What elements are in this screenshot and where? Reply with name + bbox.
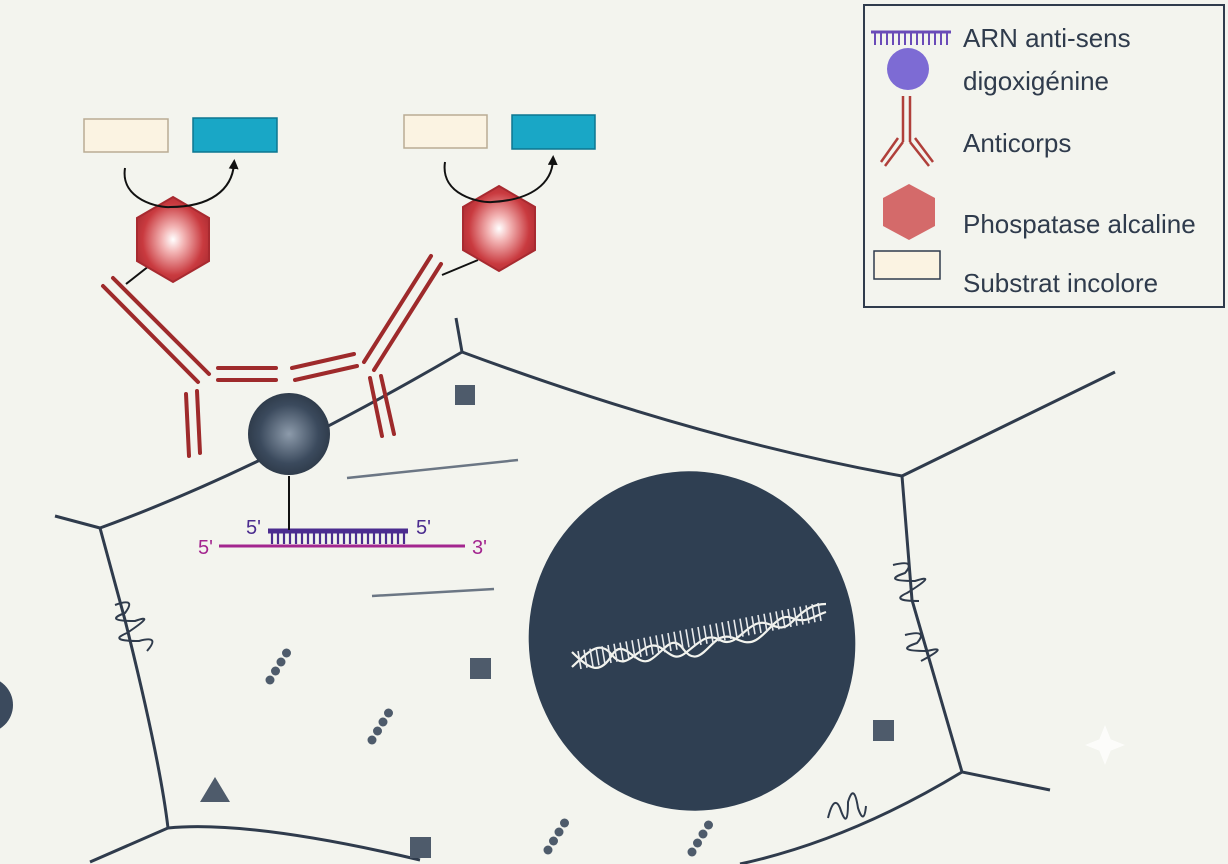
alkaline-phosphatase-right xyxy=(462,184,536,273)
colorless-substrate-icon xyxy=(873,250,941,280)
substrate-left xyxy=(83,118,169,153)
alkaline-phosphatase-left xyxy=(136,195,210,284)
probe-5prime-left-label: 5' xyxy=(246,517,261,539)
reaction-arrow-right xyxy=(443,155,558,204)
legend-label-antibody: Anticorps xyxy=(963,128,1072,158)
digoxigenin-icon xyxy=(887,48,929,90)
target-3prime-label: 3' xyxy=(472,537,487,559)
reaction-arrow-left xyxy=(123,159,239,209)
alkaline-phosphatase-icon xyxy=(883,184,935,240)
neighbor-nucleus xyxy=(0,681,13,729)
antisense-probe-bases xyxy=(270,531,406,544)
legend-label-phosphatase: Phospatase alcaline xyxy=(963,209,1196,239)
target-5prime-label: 5' xyxy=(198,537,213,559)
dna-base-pairs xyxy=(577,602,822,670)
ribosome-clusters xyxy=(265,648,713,857)
product-left xyxy=(192,117,278,153)
antisense-rna-icon xyxy=(871,30,951,45)
legend: ARN anti-sens digoxigénine Anticorps Pho… xyxy=(863,4,1225,308)
antibody-icon xyxy=(879,96,934,167)
legend-label-substrate: Substrat incolore xyxy=(963,268,1159,298)
legend-label-antisense-rna: ARN anti-sens xyxy=(963,23,1131,53)
antibody xyxy=(101,254,443,458)
probe-5prime-right-label: 5' xyxy=(416,517,431,539)
enzyme-linker-right xyxy=(441,259,479,276)
membrane-junctions xyxy=(114,562,939,820)
substrate-right xyxy=(403,114,488,149)
legend-label-digoxigenin: digoxigénine xyxy=(963,66,1110,96)
digoxigenin xyxy=(248,393,330,475)
nucleus xyxy=(528,471,856,811)
cytoplasm-organelles xyxy=(200,385,894,858)
sparkle-icon xyxy=(1085,725,1125,765)
product-right xyxy=(511,114,596,150)
